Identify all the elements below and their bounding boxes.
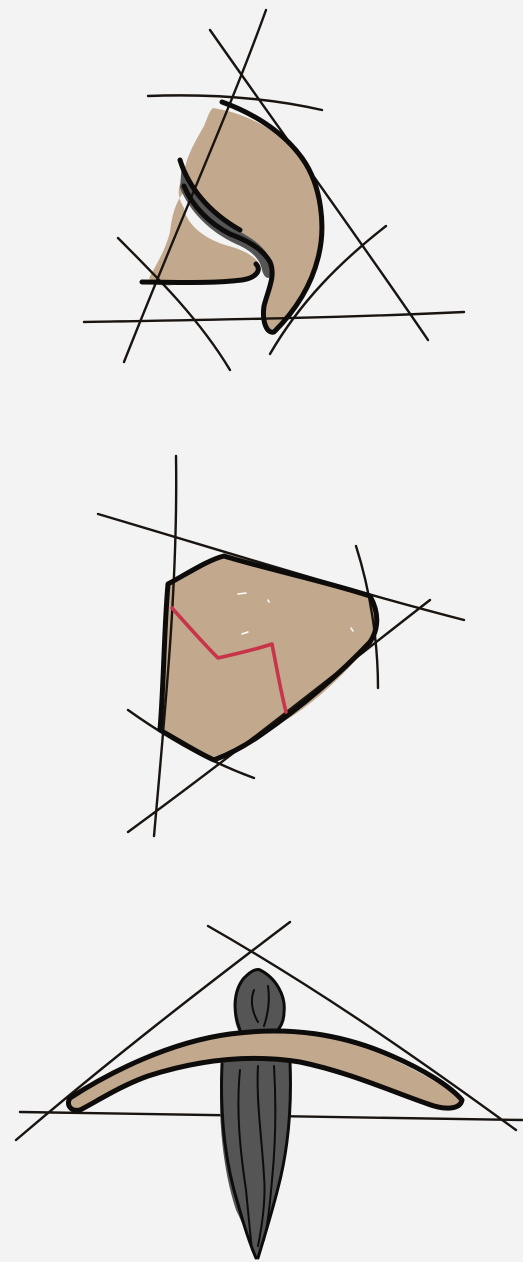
figure-2 <box>98 456 464 836</box>
figure-2-highlight-1 <box>238 593 246 594</box>
figure-2-highlight-3 <box>268 600 269 602</box>
figure-3-hair-bottom <box>220 1059 290 1260</box>
figure-1 <box>84 10 464 370</box>
figure-3 <box>16 922 522 1260</box>
